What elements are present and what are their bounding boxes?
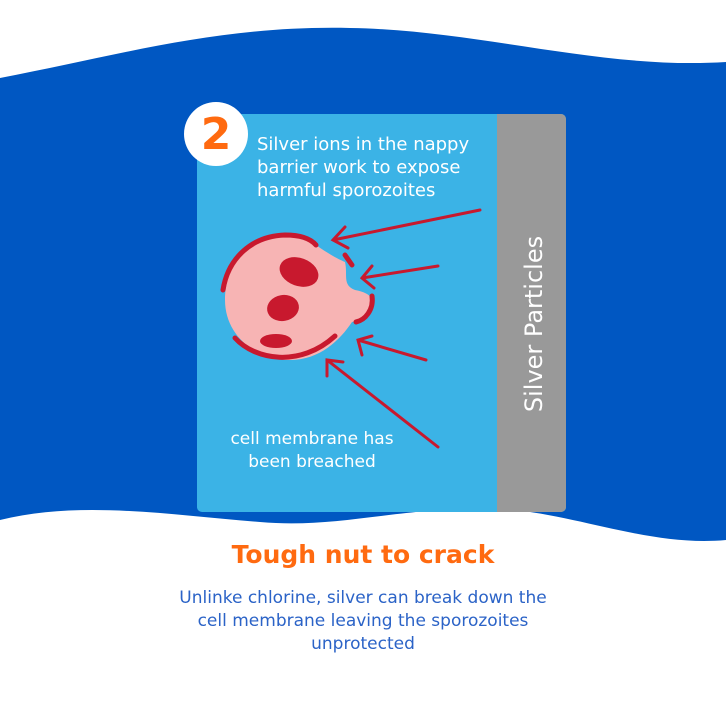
step-number-badge: 2 (184, 102, 248, 166)
card-top-text: Silver ions in the nappy barrier work to… (257, 134, 470, 201)
silver-particles-strip (497, 114, 566, 512)
organelle (260, 334, 292, 348)
arrow (356, 334, 428, 362)
organelle (279, 257, 319, 287)
organelle (267, 294, 299, 322)
section-description: Unlinke chlorine, silver can break down … (179, 588, 547, 654)
section-title: Tough nut to crack (231, 540, 495, 569)
arrow (359, 264, 440, 290)
card-bottom-text: cell membrane has been breached (230, 429, 394, 472)
arrow (325, 358, 440, 449)
arrow (330, 208, 482, 250)
sporozoite-cell (220, 232, 375, 360)
arrows (325, 208, 482, 449)
